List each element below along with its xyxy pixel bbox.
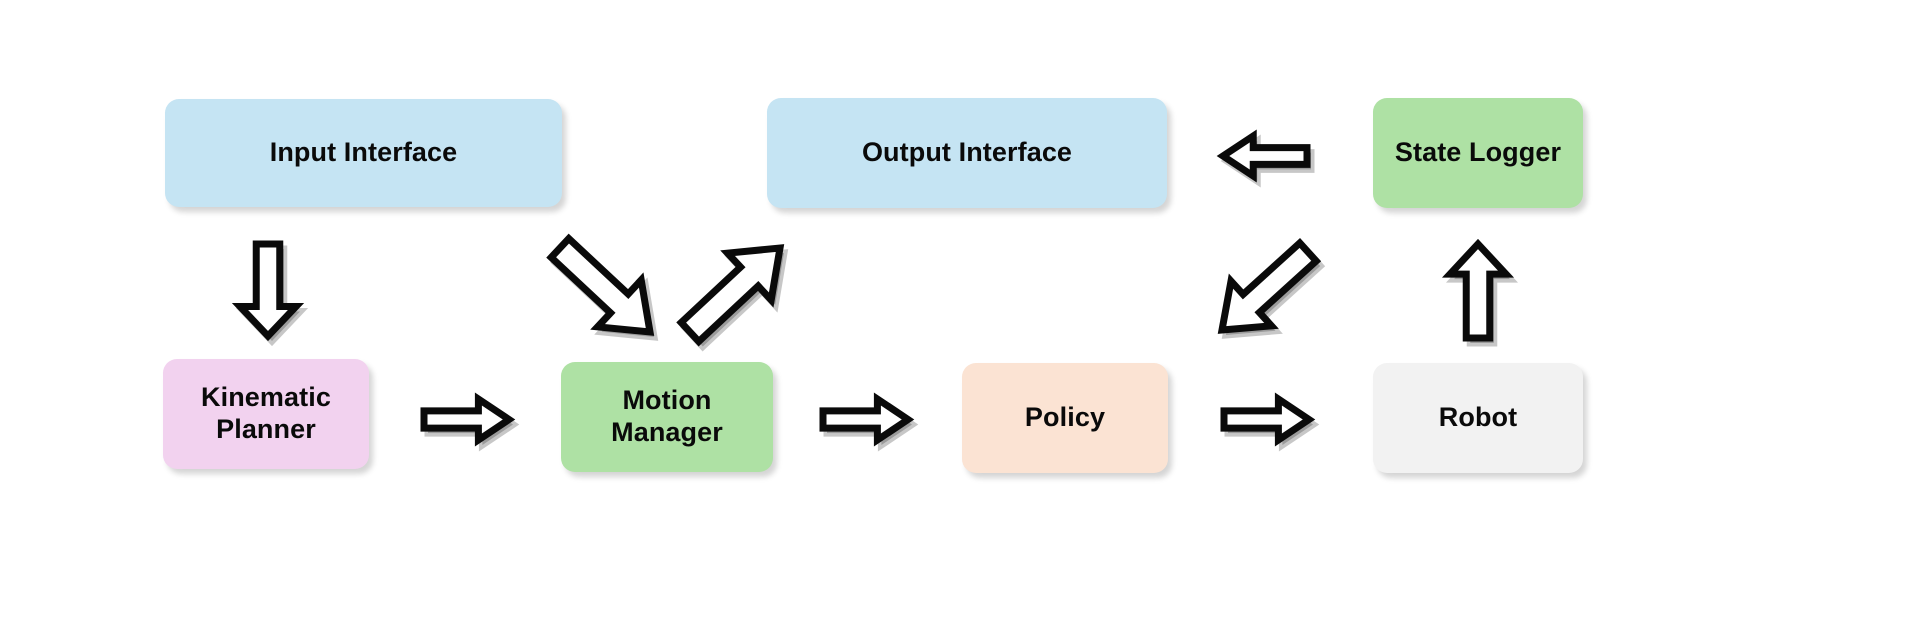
arrow-left-logger-to-output	[1216, 129, 1315, 188]
node-label-robot: Robot	[1438, 402, 1518, 433]
arrow-down-input-to-planner	[231, 240, 309, 347]
arrow-diagonal-down-left-logger-to-policy	[1217, 238, 1326, 339]
node-policy[interactable]: Policy	[962, 363, 1168, 473]
arrow-up-robot-to-logger	[1441, 238, 1519, 347]
node-label-kinematic-planner: Kinematic Planner	[201, 382, 331, 444]
node-label-input-interface: Input Interface	[269, 137, 458, 168]
node-label-state-logger: State Logger	[1394, 137, 1562, 168]
node-robot[interactable]: Robot	[1373, 363, 1583, 473]
node-label-policy: Policy	[1024, 402, 1106, 433]
node-motion-manager[interactable]: Motion Manager	[561, 362, 773, 472]
node-label-output-interface: Output Interface	[861, 137, 1073, 168]
node-output-interface[interactable]: Output Interface	[767, 98, 1167, 208]
node-kinematic-planner[interactable]: Kinematic Planner	[163, 359, 369, 469]
arrow-right-policy-to-robot	[1220, 392, 1320, 452]
node-state-logger[interactable]: State Logger	[1373, 98, 1583, 208]
node-input-interface[interactable]: Input Interface	[165, 99, 562, 207]
node-label-motion-manager: Motion Manager	[611, 385, 723, 447]
arrow-diagonal-down-right-input-to-motion	[546, 233, 659, 341]
arrow-right-motion-to-policy	[819, 392, 919, 452]
arrow-right-planner-to-motion	[420, 392, 520, 452]
arrow-diagonal-up-right-motion-to-output	[676, 244, 789, 352]
